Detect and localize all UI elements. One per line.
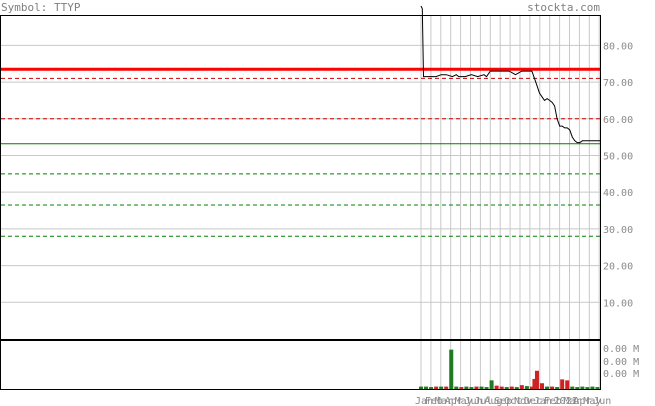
x-tick-label: Apr [573, 396, 591, 406]
x-tick-label: Feb [425, 396, 443, 406]
x-axis-ticks: JanFebMarAprMayJunJulAugSepOctNovDecJanF… [415, 396, 611, 406]
volume-bar [454, 386, 459, 389]
x-tick-label: Jul [474, 396, 492, 406]
price-tick-label: 40.00 [603, 188, 633, 199]
x-tick-label: Dec [524, 396, 542, 406]
price-panel-frame [0, 15, 601, 340]
support-resistance-lines [1, 67, 600, 237]
volume-bar [540, 383, 545, 389]
volume-tick-label: 0.00 M [603, 369, 639, 380]
volume-bar [449, 349, 454, 389]
volume-bar [519, 385, 524, 389]
volume-axis-ticks: 0.00 M0.00 M0.00 M [603, 344, 639, 380]
volume-bar [494, 385, 499, 389]
volume-bar [499, 386, 504, 389]
volume-bar [524, 386, 529, 389]
volume-bar [429, 387, 434, 389]
price-tick-label: 50.00 [603, 151, 633, 162]
x-tick-label: Jun [465, 396, 483, 406]
price-tick-label: 60.00 [603, 115, 633, 126]
x-tick-label: Mar [435, 396, 453, 406]
price-line [420, 5, 600, 144]
volume-bar [484, 387, 489, 389]
volume-bar [459, 387, 464, 389]
volume-bar [570, 386, 575, 389]
price-tick-label: 10.00 [603, 298, 633, 309]
x-tick-label: Apr [445, 396, 463, 406]
price-tick-label: 30.00 [603, 225, 633, 236]
price-tick-label: 80.00 [603, 41, 633, 52]
volume-bar [534, 370, 539, 389]
volume-tick-label: 0.00 M [603, 344, 639, 355]
x-tick-label: Jan [415, 396, 433, 406]
volume-bar [479, 386, 484, 389]
volume-bar [444, 386, 449, 389]
volume-bar [509, 386, 514, 389]
x-tick-label: Jan [534, 396, 552, 406]
x-tick-label: Feb [544, 396, 562, 406]
x-tick-label: May [455, 396, 473, 406]
volume-bar [504, 387, 509, 389]
x-tick-label: Aug [484, 396, 502, 406]
volume-bars [419, 349, 600, 389]
volume-tick-label: 0.00 M [603, 357, 639, 368]
symbol-title: Symbol: TTYP [1, 1, 81, 14]
volume-bar [585, 387, 590, 389]
volume-bar [595, 387, 600, 389]
volume-bar [545, 386, 550, 389]
volume-bar [550, 386, 555, 389]
volume-bar [434, 386, 439, 389]
volume-bar [424, 386, 429, 389]
price-axis-ticks: 10.00 20.00 30.00 40.00 50.00 60.00 70.00 80.00 [603, 41, 633, 309]
volume-bar [469, 387, 474, 389]
volume-bar [439, 386, 444, 389]
price-series [420, 5, 600, 144]
volume-bar [575, 387, 580, 389]
x-tick-label: 2021 [554, 396, 578, 406]
price-tick-label: 20.00 [603, 262, 633, 273]
volume-bar [560, 379, 565, 389]
volume-bar [419, 386, 423, 389]
volume-panel-frame [0, 340, 601, 390]
volume-bar [565, 380, 570, 389]
volume-bar [590, 386, 595, 389]
volume-bar [532, 378, 537, 389]
volume-bar [514, 387, 519, 389]
volume-bar [580, 386, 585, 389]
site-name: stockta.com [527, 1, 600, 14]
x-tick-label: Jun [593, 396, 611, 406]
volume-bar [489, 380, 494, 389]
x-tick-label: Sep [494, 396, 512, 406]
x-tick-label: Nov [514, 396, 532, 406]
volume-bar [464, 386, 469, 389]
x-tick-label: Oct [504, 396, 522, 406]
price-tick-label: 70.00 [603, 78, 633, 89]
x-tick-label: May [583, 396, 601, 406]
x-tick-label: Mar [564, 396, 582, 406]
volume-bar [529, 386, 534, 389]
volume-bar [474, 386, 479, 389]
volume-bar [555, 387, 560, 389]
